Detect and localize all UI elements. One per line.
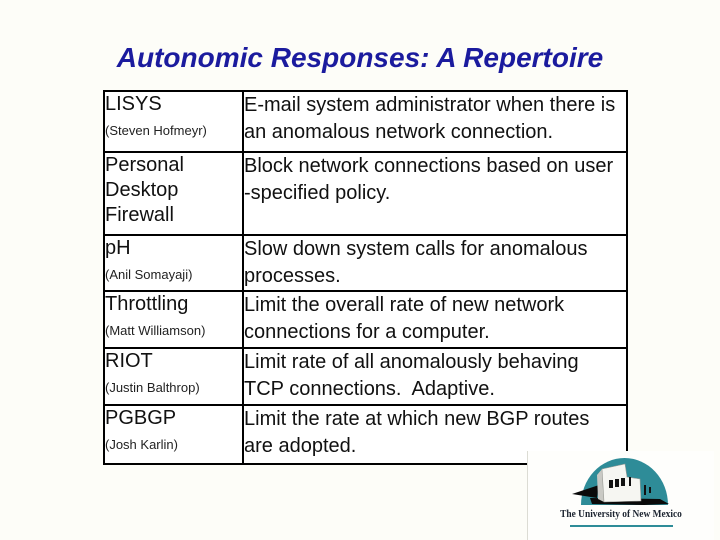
system-author: (Justin Balthrop)	[105, 380, 200, 395]
table-row: Personal Desktop Firewall Block network …	[103, 151, 628, 236]
system-author: (Josh Karlin)	[105, 437, 178, 452]
system-author: (Matt Williamson)	[105, 323, 206, 338]
table-row: RIOT (Justin Balthrop) Limit rate of all…	[103, 347, 628, 406]
system-cell: PGBGP (Josh Karlin)	[103, 404, 244, 465]
description-text: E-mail system administrator when there i…	[244, 94, 616, 143]
page-title: Autonomic Responses: A Repertoire	[116, 42, 604, 73]
system-cell: pH (Anil Somayaji)	[103, 234, 244, 292]
description-cell: Slow down system calls for anomalous pro…	[242, 234, 628, 292]
table-row: pH (Anil Somayaji) Slow down system call…	[103, 234, 628, 292]
repertoire-table: LISYS (Steven Hofmeyr) E-mail system adm…	[103, 90, 628, 465]
system-author: (Steven Hofmeyr)	[105, 123, 207, 138]
description-text: Block network connections based on user …	[244, 155, 614, 204]
system-cell: Throttling (Matt Williamson)	[103, 290, 244, 349]
system-cell: LISYS (Steven Hofmeyr)	[103, 90, 244, 153]
description-cell: Limit rate of all anomalously behaving T…	[242, 347, 628, 406]
description-cell: E-mail system administrator when there i…	[242, 90, 628, 153]
table-row: Throttling (Matt Williamson) Limit the o…	[103, 290, 628, 349]
description-text: Limit rate of all anomalously behaving T…	[244, 351, 579, 400]
unm-building-arch-icon	[572, 458, 669, 505]
system-name: RIOT	[105, 350, 153, 372]
system-name: PGBGP	[105, 407, 177, 429]
description-text: Slow down system calls for anomalous pro…	[244, 238, 588, 287]
system-author: (Anil Somayaji)	[105, 267, 193, 282]
description-cell: Limit the overall rate of new network co…	[242, 290, 628, 349]
description-text: Limit the overall rate of new network co…	[244, 294, 565, 343]
system-name: Personal Desktop Firewall	[105, 154, 184, 226]
system-name: pH	[105, 237, 131, 259]
description-cell: Block network connections based on user …	[242, 151, 628, 236]
table-row: LISYS (Steven Hofmeyr) E-mail system adm…	[103, 90, 628, 153]
unm-logo-text: The University of New Mexico	[560, 509, 682, 520]
description-text: Limit the rate at which new BGP routes a…	[244, 408, 590, 457]
system-name: Throttling	[105, 293, 189, 315]
system-name: LISYS	[105, 93, 162, 115]
system-cell: RIOT (Justin Balthrop)	[103, 347, 244, 406]
system-cell: Personal Desktop Firewall	[103, 151, 244, 236]
unm-logo: The University of New Mexico	[527, 451, 714, 540]
unm-logo-underline	[569, 525, 673, 527]
